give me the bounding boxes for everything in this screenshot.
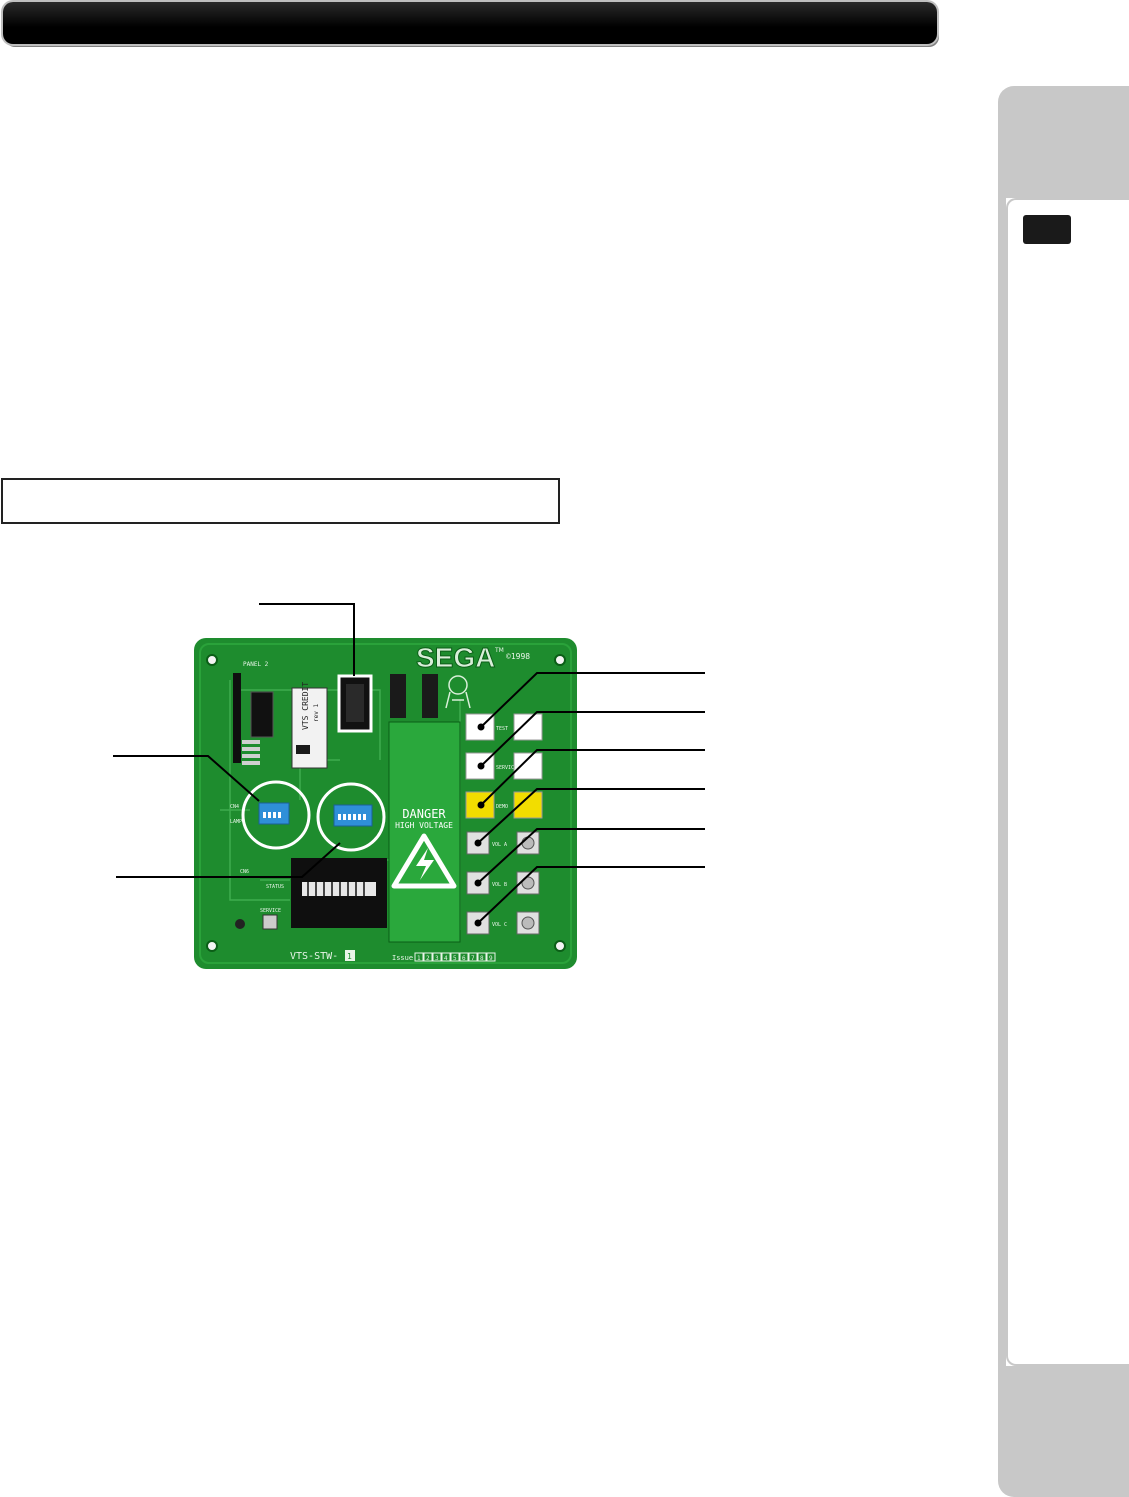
issue-digit: 9: [489, 955, 493, 962]
chip-rev: rev 1: [313, 704, 320, 722]
panel-label: PANEL 2: [243, 661, 269, 668]
high-voltage-cover: [389, 722, 460, 942]
tm-mark: TM: [494, 647, 504, 654]
service-pushbutton: [263, 915, 277, 929]
lamp-label: LAMP: [230, 819, 242, 825]
issue-digit: 7: [471, 955, 475, 962]
service-btn-label: SERVICE: [496, 765, 517, 771]
model-suffix: 1: [347, 952, 352, 961]
issue-digit: 4: [444, 955, 448, 962]
danger-text: DANGER: [402, 807, 446, 821]
connector-cn1: [251, 692, 273, 737]
chip-label: VTS CREDIT: [301, 682, 310, 730]
model-text: VTS-STW-: [290, 951, 338, 962]
service-label: SERVICE: [260, 908, 281, 914]
copyright-text: ©1998: [506, 652, 530, 661]
dip-switch-1: [259, 803, 289, 824]
issue-digit: 3: [435, 955, 439, 962]
cn4-label: CN4: [230, 804, 239, 810]
cn6-label: CN6: [240, 869, 249, 875]
status-label: STATUS: [266, 884, 284, 890]
vol-a-label: VOL A: [492, 842, 507, 848]
ic-1: [390, 674, 406, 718]
issue-digit: 2: [426, 955, 430, 962]
capacitor: [235, 919, 245, 929]
issue-label: Issue: [392, 954, 413, 962]
ic-2: [422, 674, 438, 718]
sega-logo: SEGA: [416, 642, 495, 673]
issue-digit: 6: [462, 955, 466, 962]
issue-digit: 1: [417, 955, 421, 962]
issue-digit: 5: [453, 955, 457, 962]
demo-label: DEMO: [496, 804, 508, 810]
issue-digit: 8: [480, 955, 484, 962]
vol-c-label: VOL C: [492, 922, 507, 928]
dip-switch-2: [334, 805, 372, 826]
vol-b-label: VOL B: [492, 882, 507, 888]
test-label: TEST: [496, 726, 508, 732]
pin-header-left: [233, 673, 241, 763]
high-voltage-text: HIGH VOLTAGE: [395, 821, 453, 830]
